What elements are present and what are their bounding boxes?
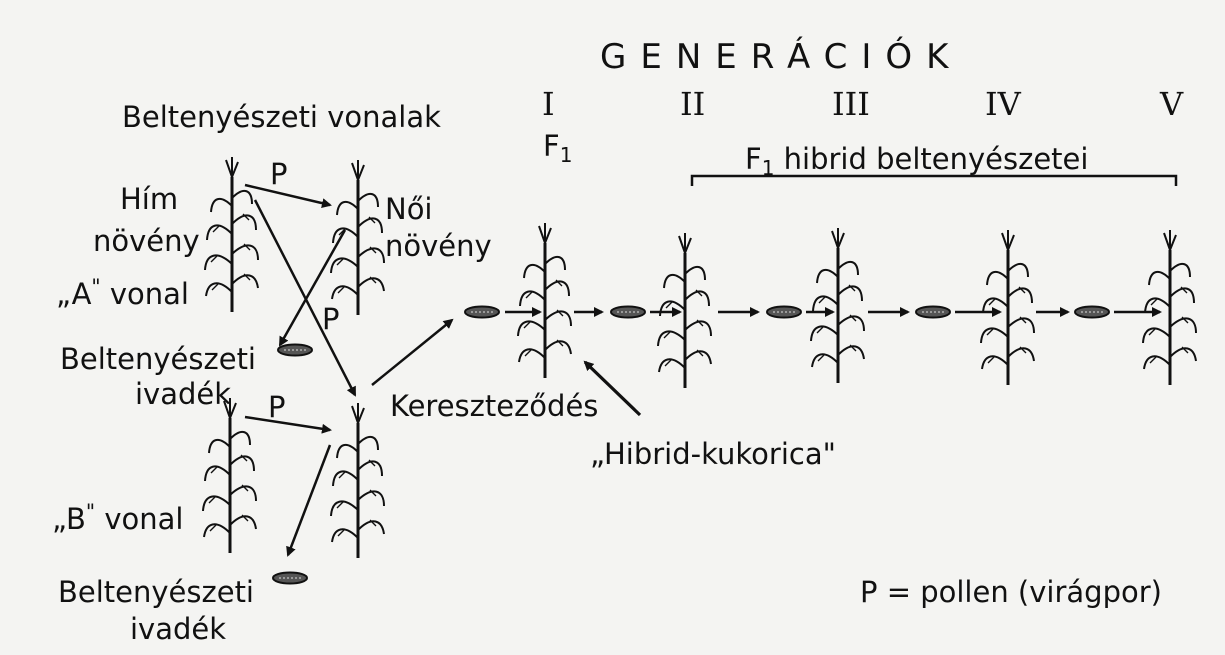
female-plant-a xyxy=(331,160,384,315)
seed-offspring-b xyxy=(273,573,307,584)
inbred-offspring-a-line2: ivadék xyxy=(135,380,231,409)
pollen-arrow-b xyxy=(245,417,330,430)
inbred-offspring-b-line2: ivadék xyxy=(130,615,226,644)
male-plant-a xyxy=(205,157,258,312)
male-plant-line1: Hím xyxy=(120,185,178,214)
hybrid-f: F xyxy=(745,142,762,176)
hybrid-bracket-label: F1 hibrid beltenyészetei xyxy=(745,145,1088,178)
f1-label: F1 xyxy=(543,132,572,165)
pollen-marker-a: P xyxy=(270,160,288,189)
generation-label-3: III xyxy=(832,88,870,120)
line-a-name: A xyxy=(72,277,92,311)
pollen-marker-b: P xyxy=(268,393,286,422)
seed-gen-4 xyxy=(1075,307,1109,318)
line-b-label: „B" vonal xyxy=(52,505,183,534)
pollen-marker-cross: P xyxy=(322,305,340,334)
female-plant-line2: növény xyxy=(385,232,492,261)
inbred-offspring-a-line1: Beltenyészeti xyxy=(60,345,256,374)
plant-line-b-crossed xyxy=(331,403,384,558)
line-a-open-quote: „ xyxy=(56,277,72,311)
seed-gen-1 xyxy=(611,307,645,318)
line-b-rest: vonal xyxy=(95,502,183,536)
male-plant-line2: növény xyxy=(93,227,200,256)
seed-offspring-a xyxy=(278,345,312,356)
cross-label: Kereszteződés xyxy=(390,392,598,421)
generation-label-1: I xyxy=(542,88,555,120)
plant-line-b xyxy=(203,398,256,553)
female-plant-line1: Női xyxy=(385,195,433,224)
inbred-lines-title: Beltenyészeti vonalak xyxy=(122,103,441,132)
f1-subscript: 1 xyxy=(560,143,573,167)
hybrid-corn-label: „Hibrid-kukorica" xyxy=(590,440,836,469)
generations-title: GENERÁCIÓK xyxy=(600,40,962,74)
plant-gen-5 xyxy=(1143,230,1196,385)
plant-gen-3 xyxy=(811,228,864,383)
line-a-close-quote: " xyxy=(91,274,100,298)
hybrid-subscript: 1 xyxy=(762,156,775,180)
generation-label-2: II xyxy=(680,88,705,120)
arrow-to-offspring-b xyxy=(288,445,330,555)
hybrid-text: hibrid beltenyészetei xyxy=(774,142,1088,176)
seed-gen-3 xyxy=(916,307,950,318)
line-a-rest: vonal xyxy=(101,277,189,311)
plant-gen-1 xyxy=(518,223,571,378)
cross-arrow xyxy=(372,320,452,385)
generation-label-4: IV xyxy=(985,88,1021,120)
generation-label-5: V xyxy=(1160,88,1183,120)
plant-gen-2 xyxy=(658,233,711,388)
line-a-label: „A" vonal xyxy=(56,280,189,309)
f1-base: F xyxy=(543,129,560,163)
inbred-offspring-b-line1: Beltenyészeti xyxy=(58,578,254,607)
pollen-legend: P = pollen (virágpor) xyxy=(860,578,1162,607)
line-b-open-quote: „ xyxy=(52,502,66,536)
line-b-name: B xyxy=(66,502,86,536)
pollen-arrow-a xyxy=(245,185,330,205)
line-b-close-quote: " xyxy=(86,499,95,523)
seed-gen-2 xyxy=(767,307,801,318)
plant-gen-4 xyxy=(981,230,1034,385)
seed-hybrid xyxy=(465,307,499,318)
